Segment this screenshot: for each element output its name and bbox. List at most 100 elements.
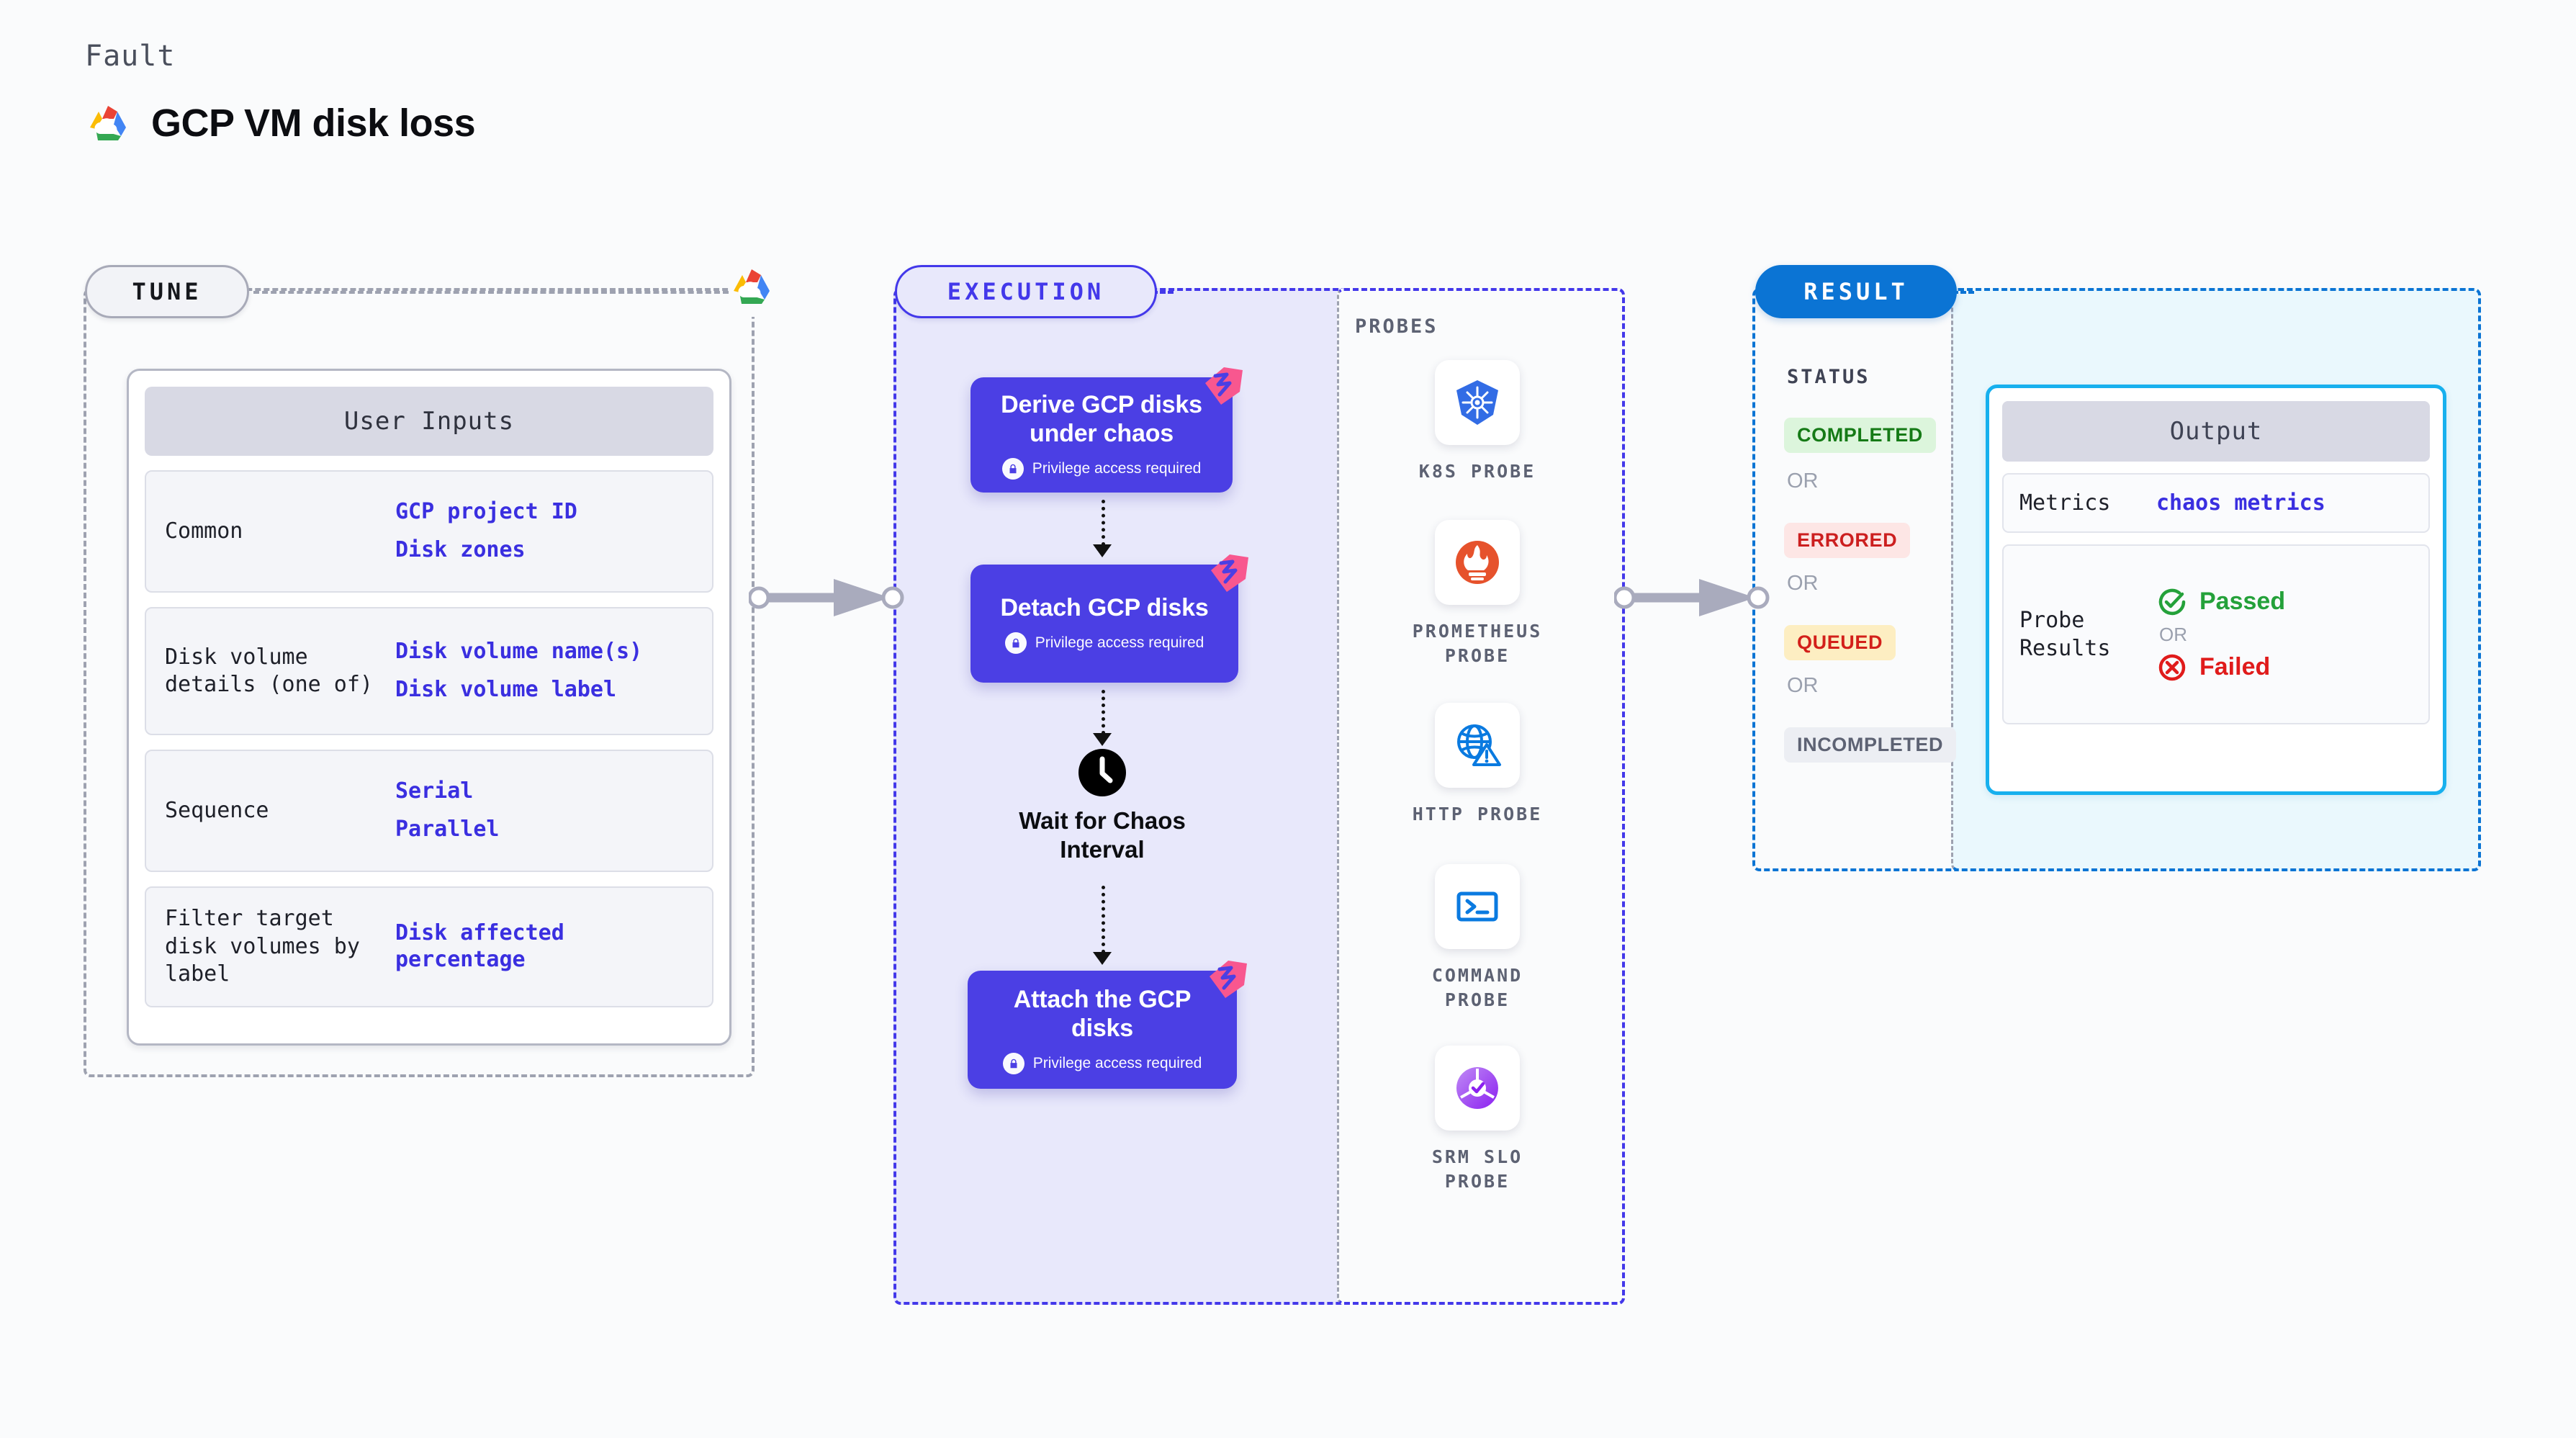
user-input-row[interactable]: Disk volume details (one of) Disk volume… xyxy=(145,607,713,735)
row-key: Disk volume details (one of) xyxy=(165,644,373,697)
step-privilege-label: Privilege access required xyxy=(1035,634,1204,652)
probe-result-or: OR xyxy=(2159,623,2187,645)
srm-slo-icon xyxy=(1456,1067,1498,1109)
row-value[interactable]: Disk affected percentage xyxy=(395,920,564,972)
row-value[interactable]: Serial xyxy=(395,778,474,804)
litmus-ribbon-icon xyxy=(1211,554,1248,592)
status-badge-completed: COMPLETED xyxy=(1784,418,1936,453)
page-eyebrow: Fault xyxy=(85,40,176,73)
step-privilege: Privilege access required xyxy=(1001,458,1201,480)
page-title-row: GCP VM disk loss xyxy=(85,101,476,145)
probe-label: COMMAND PROBE xyxy=(1431,965,1523,1010)
probe-k8s[interactable]: K8S PROBE xyxy=(1398,360,1557,484)
clock-icon xyxy=(1078,749,1126,796)
execution-section-pill[interactable]: EXECUTION xyxy=(895,265,1157,318)
prometheus-icon xyxy=(1456,541,1499,584)
tune-gcp-logo-icon xyxy=(729,266,783,317)
output-row-probe-results[interactable]: Probe Results Passed OR Failed xyxy=(2002,544,2430,724)
probe-tile xyxy=(1435,864,1520,949)
flow-dash-3 xyxy=(1102,886,1105,953)
probe-label: K8S PROBE xyxy=(1418,461,1536,482)
kubernetes-icon xyxy=(1456,380,1498,425)
probe-http[interactable]: HTTP PROBE xyxy=(1398,703,1557,827)
lock-icon xyxy=(1002,1053,1024,1075)
row-values: Disk volume name(s) Disk volume label xyxy=(395,639,642,703)
step-title: Attach the GCP disks xyxy=(1013,985,1192,1042)
probe-tile xyxy=(1435,520,1520,605)
row-values: GCP project ID Disk zones xyxy=(395,499,577,563)
status-or-3: OR xyxy=(1787,674,1819,697)
output-title: Output xyxy=(2002,401,2430,462)
execution-step-derive[interactable]: Derive GCP disks under chaos Privilege a… xyxy=(970,367,1243,493)
tune-header-dash xyxy=(253,291,729,294)
user-inputs-card: User Inputs Common GCP project ID Disk z… xyxy=(127,369,731,1046)
probe-prometheus[interactable]: PROMETHEUS PROBE xyxy=(1398,520,1557,668)
user-input-row[interactable]: Common GCP project ID Disk zones xyxy=(145,470,713,593)
execution-step-attach[interactable]: Attach the GCP disks Privilege access re… xyxy=(968,961,1247,1089)
wait-node-label: Wait for Chaos Interval xyxy=(1019,807,1186,863)
result-header-dash xyxy=(1953,291,1974,294)
row-value[interactable]: Disk volume label xyxy=(395,677,617,702)
probe-label: PROMETHEUS PROBE xyxy=(1412,621,1543,666)
tune-region xyxy=(84,288,755,1077)
user-inputs-title: User Inputs xyxy=(145,387,713,456)
page-title: GCP VM disk loss xyxy=(151,102,476,145)
output-row-metrics[interactable]: Metrics chaos metrics xyxy=(2002,473,2430,533)
result-section-pill[interactable]: RESULT xyxy=(1755,265,1957,318)
status-or-1: OR xyxy=(1787,469,1819,493)
litmus-ribbon-icon xyxy=(1210,961,1247,998)
user-input-row[interactable]: Sequence Serial Parallel xyxy=(145,750,713,872)
lock-icon xyxy=(1004,632,1027,655)
output-key: Probe Results xyxy=(2019,608,2111,661)
execution-wait-node[interactable]: Wait for Chaos Interval xyxy=(1005,749,1199,863)
status-section-label: STATUS xyxy=(1787,366,1870,388)
output-value[interactable]: chaos metrics xyxy=(2156,490,2325,516)
execution-step-detach[interactable]: Detach GCP disks Privilege access requir… xyxy=(970,554,1248,683)
flow-arrow-3 xyxy=(1093,952,1112,965)
execution-header-dash xyxy=(1152,291,1174,294)
probe-result-list: Passed OR Failed xyxy=(2156,586,2285,683)
connector-execution-to-result xyxy=(1614,579,1770,616)
step-privilege-label: Privilege access required xyxy=(1032,1055,1202,1072)
status-badge-errored: ERRORED xyxy=(1784,523,1911,558)
step-title: Derive GCP disks under chaos xyxy=(1001,390,1202,447)
probe-result-passed: Passed xyxy=(2156,586,2285,618)
terminal-icon xyxy=(1456,891,1498,922)
probes-region xyxy=(1337,288,1625,1305)
probe-tile xyxy=(1435,360,1520,445)
gcp-cloud-logo-icon xyxy=(85,103,131,143)
http-globe-icon xyxy=(1457,724,1501,766)
probe-command[interactable]: COMMAND PROBE xyxy=(1398,864,1557,1012)
probe-tile xyxy=(1435,1046,1520,1131)
row-values: Disk affected percentage xyxy=(395,920,693,973)
step-title: Detach GCP disks xyxy=(1000,593,1209,621)
litmus-ribbon-icon xyxy=(1205,367,1243,405)
flow-dash-2 xyxy=(1102,690,1105,734)
output-key: Metrics xyxy=(2019,490,2111,516)
x-circle-icon xyxy=(2158,654,2186,680)
connector-tune-to-execution xyxy=(749,579,904,616)
tune-section-pill[interactable]: TUNE xyxy=(85,265,249,318)
row-value[interactable]: Disk zones xyxy=(395,537,526,562)
probes-section-label: PROBES xyxy=(1355,315,1438,338)
row-values: Serial Parallel xyxy=(395,778,500,842)
probe-label: HTTP PROBE xyxy=(1412,804,1543,824)
probe-passed-label: Passed xyxy=(2199,588,2286,615)
probe-failed-label: Failed xyxy=(2199,653,2271,680)
step-privilege: Privilege access required xyxy=(1002,1053,1202,1075)
user-input-row[interactable]: Filter target disk volumes by label Disk… xyxy=(145,886,713,1007)
row-value[interactable]: Parallel xyxy=(395,817,500,842)
status-badge-queued: QUEUED xyxy=(1784,625,1896,660)
row-value[interactable]: GCP project ID xyxy=(395,499,577,525)
probe-tile xyxy=(1435,703,1520,788)
step-privilege: Privilege access required xyxy=(1004,632,1204,655)
probe-label: SRM SLO PROBE xyxy=(1431,1146,1523,1192)
flow-dash-1 xyxy=(1102,500,1105,546)
status-badge-incompleted: INCOMPLETED xyxy=(1784,727,1957,763)
row-key: Common xyxy=(165,518,243,544)
probe-srm-slo[interactable]: SRM SLO PROBE xyxy=(1398,1046,1557,1194)
flow-arrow-1 xyxy=(1093,544,1112,557)
check-circle-icon xyxy=(2158,588,2186,615)
row-value[interactable]: Disk volume name(s) xyxy=(395,639,643,665)
